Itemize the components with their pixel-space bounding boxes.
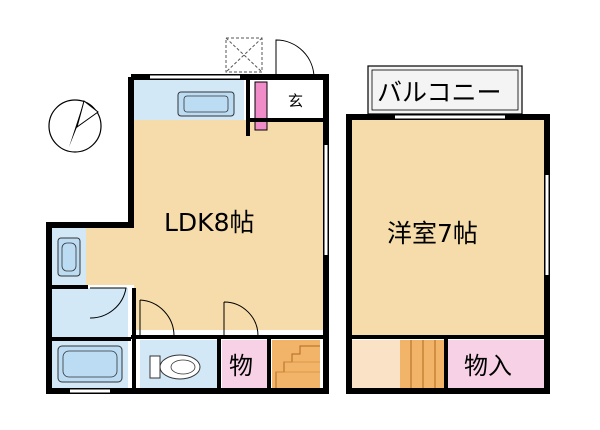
room-label-western: 洋室7帖 <box>387 219 478 248</box>
room-label-storage-small: 物 <box>229 352 253 380</box>
entrance-floor <box>268 80 324 120</box>
sink-icon <box>57 237 81 277</box>
stairs-icon <box>272 340 320 388</box>
closet-left-floor <box>352 340 400 388</box>
closet-floor <box>446 340 544 388</box>
windows-left <box>70 75 328 393</box>
stairs-right-icon <box>400 340 446 388</box>
room-label-balcony: バルコニー <box>377 78 502 107</box>
door-swing-icon <box>89 39 315 337</box>
room-label-ldk: LDK8帖 <box>164 208 254 237</box>
north-arrow-icon <box>48 99 102 153</box>
windows-right <box>395 115 549 275</box>
balcony <box>367 65 523 115</box>
hall-floor <box>86 225 134 285</box>
interior-walls-right <box>349 335 547 391</box>
storage-small-floor <box>222 340 268 388</box>
hatch-icon <box>225 37 263 73</box>
lavatory-floor <box>52 288 128 338</box>
room-label-closet: 物入 <box>464 352 512 380</box>
toilet-icon <box>149 354 201 380</box>
room-label-entrance: 玄 <box>288 92 303 110</box>
bathtub-icon <box>57 345 123 383</box>
kitchen-counter-icon <box>177 91 235 117</box>
ldk-floor <box>134 120 326 330</box>
western-room-floor <box>352 120 544 336</box>
window-frames-right <box>395 114 550 275</box>
window-frames-left <box>70 74 329 394</box>
pink-cabinet <box>254 81 268 131</box>
interior-walls-left <box>49 80 326 391</box>
